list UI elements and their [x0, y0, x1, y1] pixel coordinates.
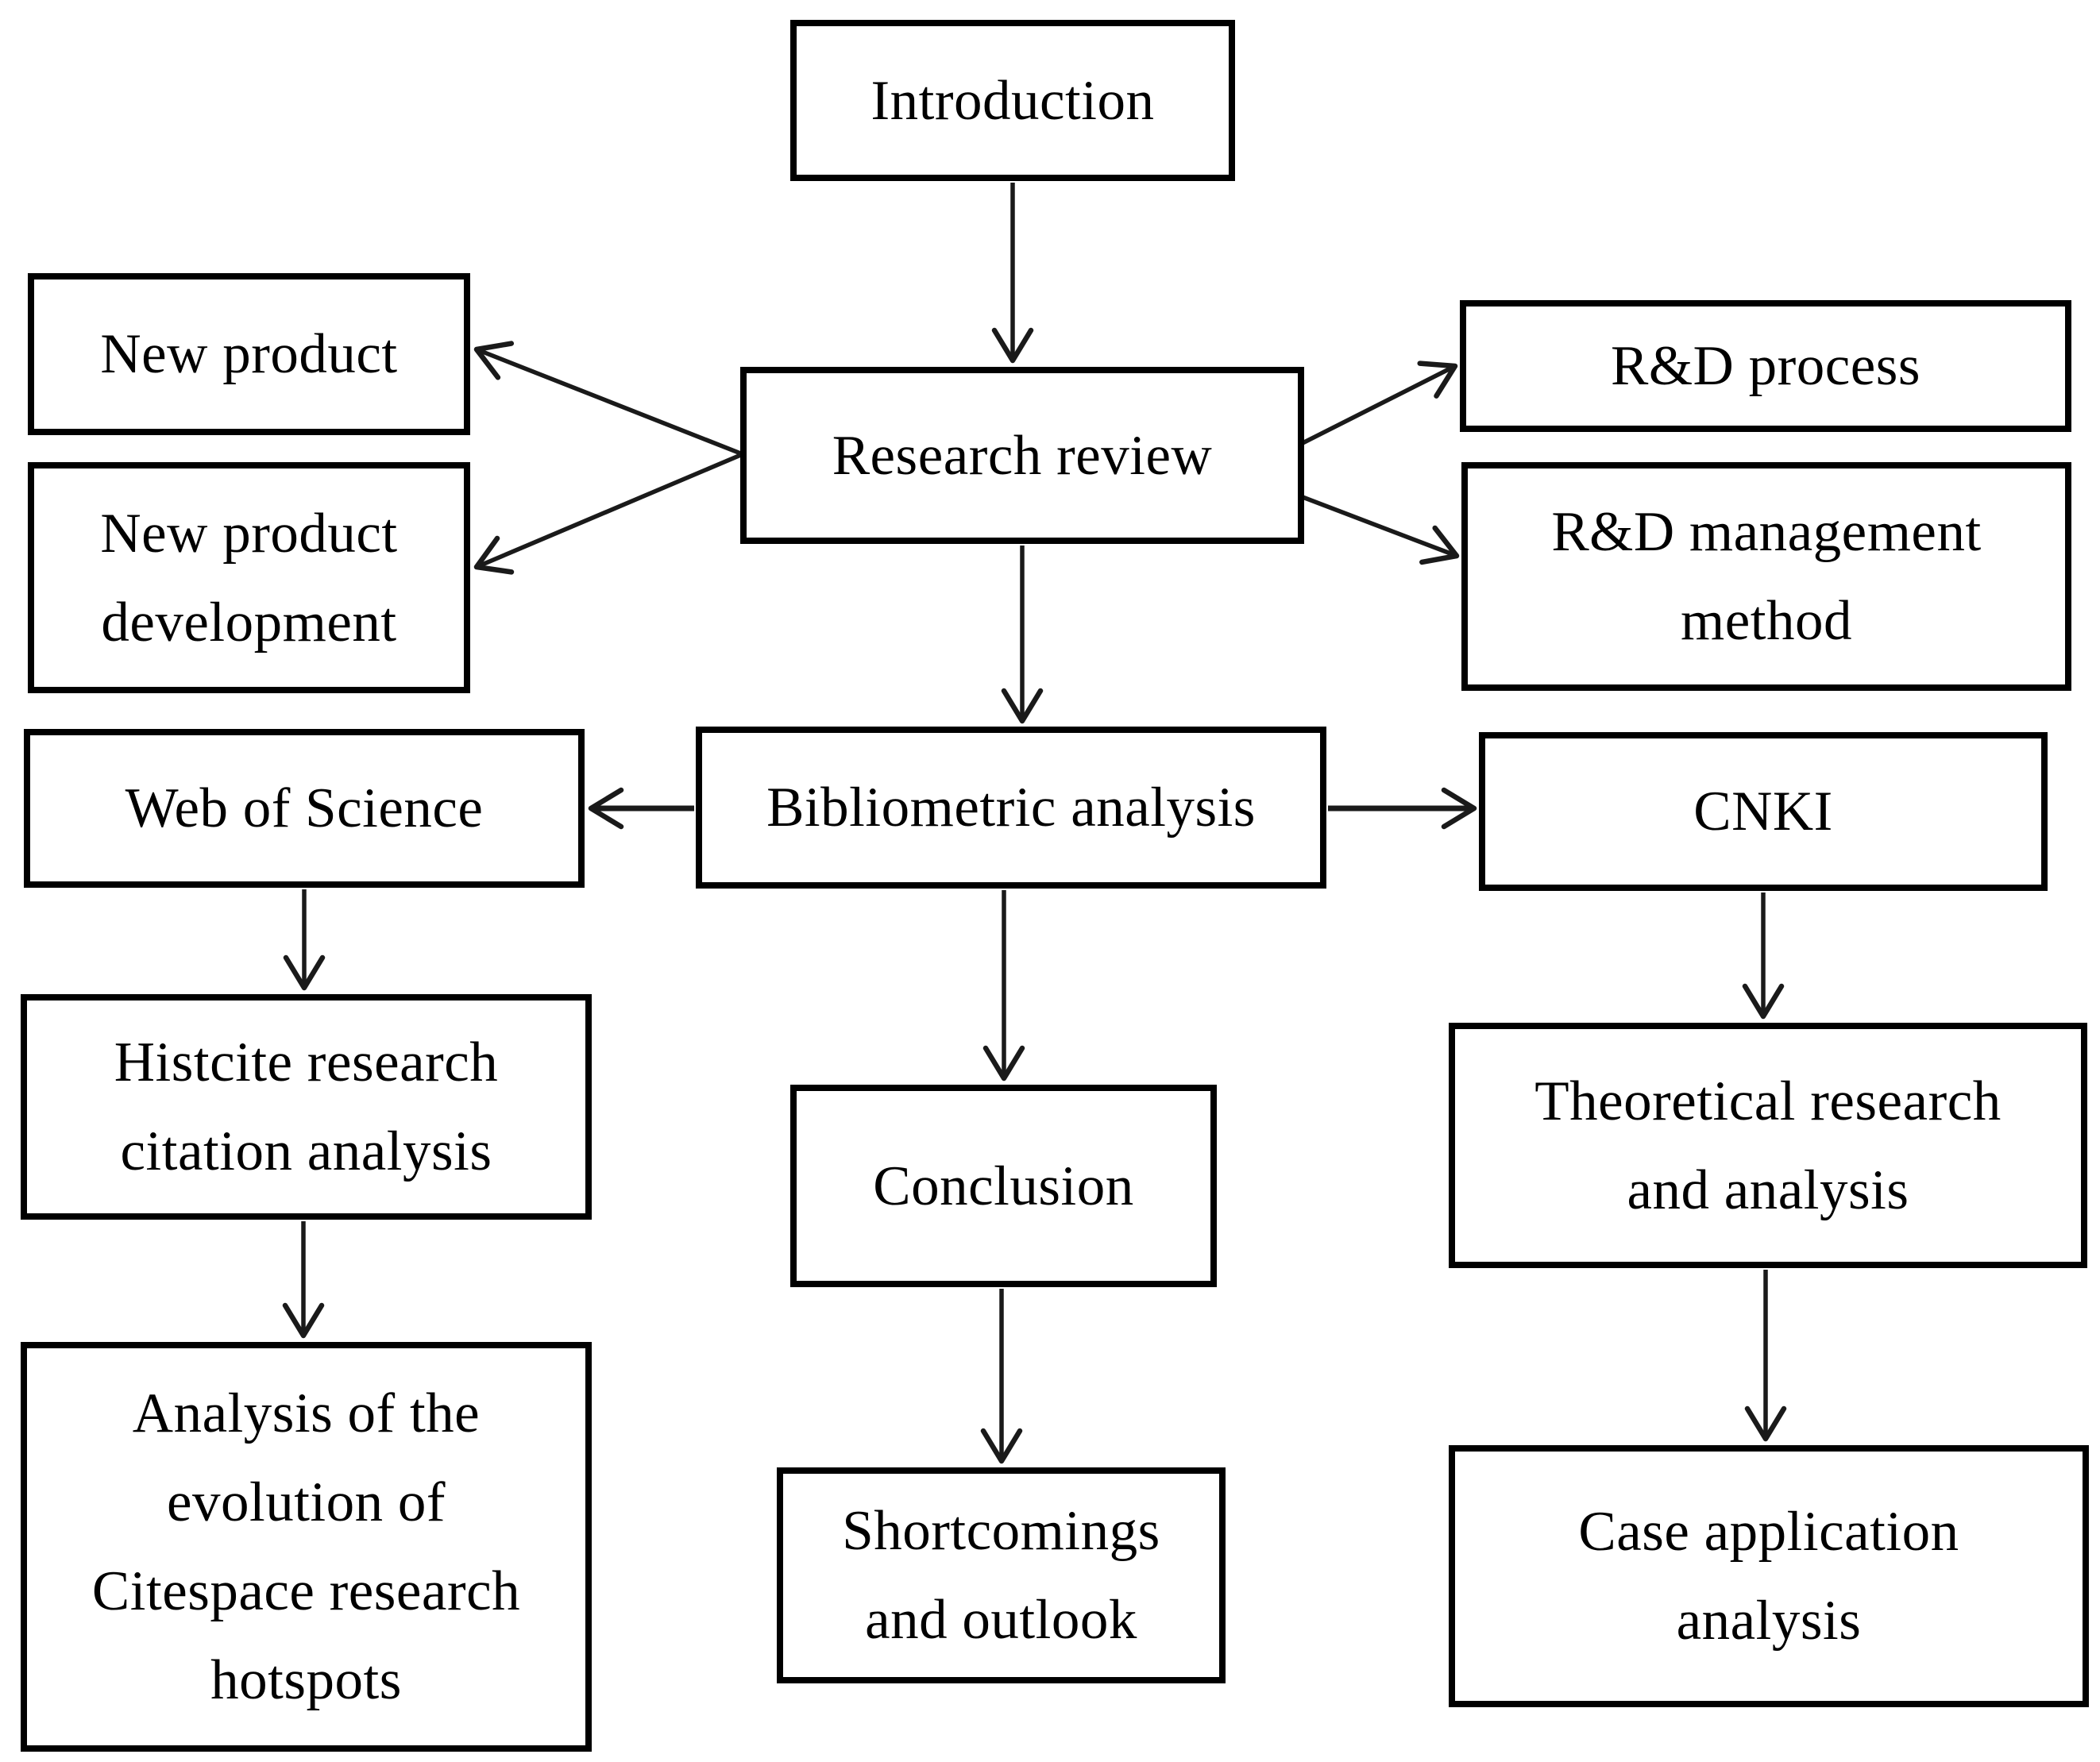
- node-citespace-hotspots-analysis-label: Analysis of the evolution of Citespace r…: [91, 1382, 521, 1711]
- node-bibliometric-analysis-label: Bibliometric analysis: [766, 777, 1256, 839]
- node-web-of-science: Web of Science: [24, 729, 585, 888]
- node-conclusion: Conclusion: [790, 1085, 1217, 1287]
- node-cnki-label: CNKI: [1693, 781, 1833, 842]
- node-introduction: Introduction: [790, 20, 1235, 181]
- node-shortcomings-outlook-label: Shortcomings and outlook: [842, 1500, 1160, 1651]
- node-web-of-science-label: Web of Science: [125, 777, 484, 839]
- node-rd-management-method: R&D management method: [1461, 462, 2071, 691]
- edge-research-review-to-new-product-development: [473, 452, 744, 575]
- node-bibliometric-analysis: Bibliometric analysis: [696, 727, 1326, 889]
- node-research-review-label: Research review: [832, 424, 1213, 487]
- node-citespace-hotspots-analysis: Analysis of the evolution of Citespace r…: [21, 1342, 592, 1752]
- node-case-application-analysis: Case application analysis: [1449, 1445, 2089, 1707]
- node-rd-management-method-label: R&D management method: [1551, 501, 1982, 652]
- node-theoretical-research-label: Theoretical research and analysis: [1534, 1070, 2002, 1221]
- node-rd-process: R&D process: [1460, 300, 2071, 432]
- node-histcite-citation-analysis: Histcite research citation analysis: [21, 994, 592, 1220]
- edge-research-review-to-rd-process: [1301, 360, 1458, 445]
- node-research-review: Research review: [740, 367, 1304, 544]
- node-shortcomings-outlook: Shortcomings and outlook: [777, 1467, 1226, 1683]
- node-rd-process-label: R&D process: [1610, 335, 1921, 397]
- node-histcite-citation-analysis-label: Histcite research citation analysis: [114, 1031, 499, 1182]
- node-introduction-label: Introduction: [870, 69, 1155, 132]
- node-new-product: New product: [28, 273, 470, 435]
- node-case-application-analysis-label: Case application analysis: [1578, 1501, 1959, 1652]
- edge-research-review-to-rd-management-method: [1302, 495, 1460, 565]
- node-new-product-development-label: New product development: [100, 502, 398, 654]
- node-cnki: CNKI: [1479, 732, 2048, 891]
- node-conclusion-label: Conclusion: [873, 1155, 1134, 1217]
- node-new-product-label: New product: [100, 323, 398, 385]
- node-theoretical-research: Theoretical research and analysis: [1449, 1023, 2087, 1268]
- node-new-product-development: New product development: [28, 462, 470, 693]
- edge-research-review-to-new-product: [473, 341, 744, 457]
